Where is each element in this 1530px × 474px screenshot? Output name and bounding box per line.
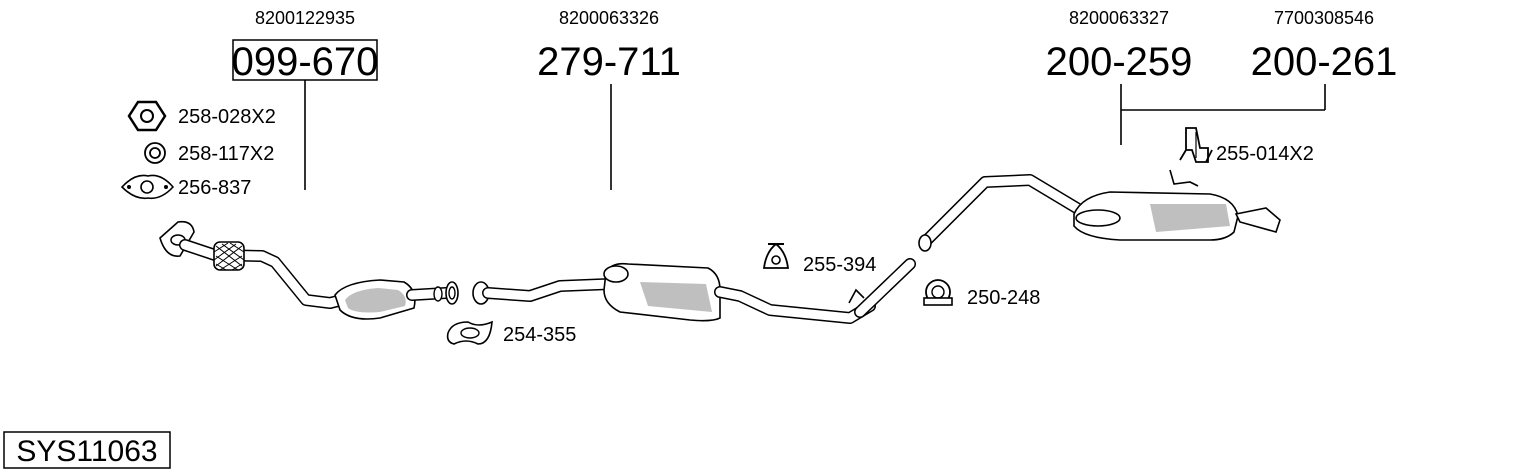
front-pipe-drawing[interactable] bbox=[159, 220, 459, 320]
rear-hanger-icon bbox=[1179, 127, 1213, 163]
rear-silencer-bracket bbox=[1120, 84, 1326, 145]
ring-part-number[interactable]: 258-117X2 bbox=[178, 143, 274, 165]
system-code-box bbox=[3, 431, 171, 469]
sealing-ring-icon bbox=[144, 142, 166, 164]
rear-silencer-a-oem-number: 8200063327 bbox=[1069, 8, 1169, 28]
middle-hanger-part-number[interactable]: 255-394 bbox=[803, 254, 876, 276]
u-clamp-icon bbox=[923, 279, 953, 306]
flange-gasket-icon bbox=[120, 174, 175, 200]
nut-part-number[interactable]: 258-028X2 bbox=[178, 106, 276, 128]
rear-silencer-drawing[interactable] bbox=[918, 169, 1281, 252]
rear-clamp-part-number[interactable]: 250-248 bbox=[967, 287, 1040, 309]
hex-nut-icon bbox=[127, 100, 167, 132]
rear-silencer-a-part-number[interactable]: 200-259 bbox=[1046, 40, 1193, 84]
front-pipe-oem-number: 8200122935 bbox=[255, 8, 355, 28]
rear-hanger-part-number[interactable]: 255-014X2 bbox=[1216, 143, 1314, 165]
system-code: SYS11063 bbox=[16, 435, 157, 468]
rear-silencer-b-part-number[interactable]: 200-261 bbox=[1251, 40, 1398, 84]
rear-silencer-b-oem-number: 7700308546 bbox=[1274, 8, 1374, 28]
rubber-hanger-icon bbox=[762, 242, 790, 269]
band-clamp-icon bbox=[446, 320, 493, 345]
front-pipe-part-number[interactable]: 099-670 bbox=[232, 40, 379, 84]
front-clamp-part-number[interactable]: 254-355 bbox=[503, 324, 576, 346]
middle-silencer-drawing[interactable] bbox=[472, 258, 916, 324]
middle-silencer-oem-number: 8200063326 bbox=[559, 8, 659, 28]
gasket-part-number[interactable]: 256-837 bbox=[178, 177, 251, 199]
middle-silencer-part-number[interactable]: 279-711 bbox=[537, 40, 681, 84]
front-pipe-number-box bbox=[232, 39, 378, 81]
